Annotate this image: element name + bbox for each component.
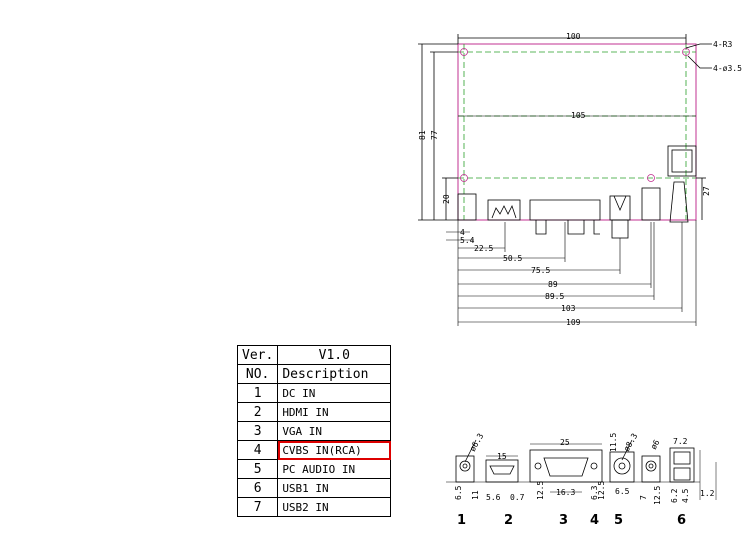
front-audio — [641, 455, 661, 483]
row-desc: PC AUDIO IN — [277, 459, 392, 479]
mount-hole-bl — [460, 174, 468, 182]
mount-hole-tr — [682, 48, 690, 56]
top-view — [418, 34, 712, 326]
dim-hdmi-w: 15 — [497, 452, 507, 461]
table-column-row: NO. Description — [236, 364, 392, 384]
dim-105: 105 — [571, 111, 586, 120]
dim-5-4: 5.4 — [460, 236, 475, 245]
dim-aud-b: 12.5 — [653, 486, 662, 505]
conn-rca — [609, 195, 631, 221]
dim-89-5: 89.5 — [545, 292, 564, 301]
table-row: 7 USB2 IN — [236, 497, 392, 517]
conn-usb — [667, 145, 697, 177]
row-desc: HDMI IN — [277, 402, 392, 422]
dim-usb-a: 6.2 — [670, 488, 679, 503]
front-view — [446, 439, 717, 500]
table-row: 2 HDMI IN — [236, 402, 392, 422]
conn-hdmi-teeth — [491, 204, 517, 219]
top-view-dim-labels: 100 4-R3 4-ø3.5 81 77 105 27 20 4 5.4 22… — [418, 32, 742, 327]
dim-89: 89 — [548, 280, 558, 289]
conn-audio — [641, 187, 661, 221]
dim-75-5: 75.5 — [531, 266, 550, 275]
dim-vga-w: 25 — [560, 438, 570, 447]
dim-22-5: 22.5 — [474, 244, 493, 253]
dim-27: 27 — [702, 186, 711, 196]
row-desc: CVBS IN(RCA) — [277, 440, 392, 460]
dim-vga-a: 12.5 — [536, 481, 545, 500]
row-no: 7 — [236, 497, 279, 517]
dim-aud-a: 7 — [639, 495, 648, 500]
front-view-callouts: 1 2 3 4 5 6 — [457, 513, 686, 528]
dim-dc-h2: 11 — [471, 490, 480, 500]
callout-5: 5 — [614, 513, 623, 528]
dim-109: 109 — [566, 318, 581, 327]
dim-usb-c: 1.2 — [700, 489, 715, 498]
dim-hole: 4-ø3.5 — [713, 64, 742, 73]
callout-4: 4 — [590, 513, 599, 528]
row-no: 4 — [236, 440, 279, 460]
mount-hole-br — [647, 174, 655, 182]
row-desc: USB1 IN — [277, 478, 392, 498]
dim-rca-a: 11.5 — [609, 433, 618, 452]
dim-20: 20 — [442, 194, 451, 204]
dim-50-5: 50.5 — [503, 254, 522, 263]
row-no: 1 — [236, 383, 279, 403]
callout-2: 2 — [504, 513, 513, 528]
dim-hdmi-b: 0.7 — [510, 493, 525, 502]
row-desc: VGA IN — [277, 421, 392, 441]
dim-hdmi-a: 5.6 — [486, 493, 501, 502]
dim-aud-dia: ø6 — [649, 438, 662, 451]
table-row: 6 USB1 IN — [236, 478, 392, 498]
dim-vga-b: 16.3 — [556, 488, 575, 497]
dim-rca-b: 6.5 — [615, 487, 630, 496]
conn-vga — [529, 199, 601, 235]
conn-dc — [457, 193, 477, 221]
table-row-highlighted: 4 CVBS IN(RCA) — [236, 440, 392, 460]
dim-4: 4 — [460, 228, 465, 237]
dim-dc-dia: ø6.3 — [468, 432, 486, 453]
row-no: 6 — [236, 478, 279, 498]
dim-radius: 4-R3 — [713, 40, 732, 49]
dim-100: 100 — [566, 32, 581, 41]
dim-77: 77 — [430, 130, 439, 140]
row-no: 3 — [236, 421, 279, 441]
front-vga — [529, 449, 603, 483]
conn-hdmi — [487, 199, 521, 221]
dim-rca-dia: ø8.3 — [622, 432, 640, 453]
ver-value: V1.0 — [277, 345, 392, 365]
callout-3: 3 — [559, 513, 568, 528]
table-row: 5 PC AUDIO IN — [236, 459, 392, 479]
dim-usb-w: 7.2 — [673, 437, 688, 446]
front-dc — [455, 455, 475, 483]
dim-103: 103 — [561, 304, 576, 313]
dim-vga-d: 12.5 — [597, 481, 606, 500]
callout-1: 1 — [457, 513, 466, 528]
table-row: 3 VGA IN — [236, 421, 392, 441]
row-no: 2 — [236, 402, 279, 422]
front-usb — [669, 447, 695, 483]
col-description: Description — [277, 364, 392, 384]
dim-dc-h1: 6.5 — [454, 485, 463, 500]
row-desc: USB2 IN — [277, 497, 392, 517]
row-no: 5 — [236, 459, 279, 479]
dim-usb-b: 4.5 — [681, 488, 690, 503]
table-row: 1 DC IN — [236, 383, 392, 403]
row-desc: DC IN — [277, 383, 392, 403]
callout-6: 6 — [677, 513, 686, 528]
front-hdmi — [485, 459, 519, 483]
dim-81: 81 — [418, 130, 427, 140]
col-no: NO. — [236, 364, 279, 384]
port-description-table: Ver. V1.0 NO. Description 1 DC IN 2 HDMI… — [236, 345, 392, 517]
front-rca — [609, 451, 635, 483]
ver-label: Ver. — [236, 345, 279, 365]
table-header-row: Ver. V1.0 — [236, 345, 392, 365]
dim-vga-c: 6.3 — [590, 485, 599, 500]
mount-hole-tl — [460, 48, 468, 56]
